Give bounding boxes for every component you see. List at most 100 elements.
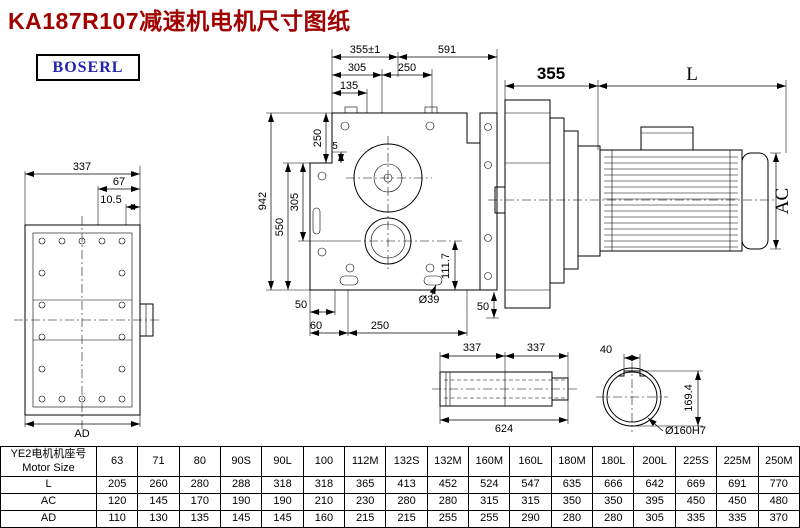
table-cell: 335	[674, 510, 718, 528]
table-cell: 145	[220, 510, 263, 528]
front-view-dimensions: 337 67 10.5 AD	[24, 161, 141, 440]
table-cell: 290	[509, 510, 552, 528]
table-cell: 288	[220, 476, 263, 494]
side-view-outline	[488, 99, 775, 309]
table-cell: 635	[550, 476, 594, 494]
col-header: 132M	[426, 446, 470, 477]
table-cell: 315	[509, 493, 552, 511]
table-cell: 413	[385, 476, 428, 494]
col-header: 180L	[592, 446, 635, 477]
col-header: 132S	[385, 446, 428, 477]
table-row-ad: AD 110 130 135 145 145 160 215 215 255 2…	[0, 510, 800, 528]
table-cell: 255	[426, 510, 470, 528]
dim-main-foot-d: 50	[477, 301, 489, 313]
table-cell: 170	[178, 493, 222, 511]
table-cell: 210	[302, 493, 346, 511]
dim-shaft-seg-a: 337	[463, 342, 481, 354]
table-cell: 770	[757, 476, 800, 494]
table-cell: 255	[468, 510, 511, 528]
dim-main-top-b: 591	[438, 44, 456, 56]
col-header: 180M	[550, 446, 594, 477]
table-cell: 135	[178, 510, 222, 528]
front-view-outline	[14, 216, 162, 430]
table-cell: 350	[550, 493, 594, 511]
table-cell: 350	[592, 493, 635, 511]
dim-front-offset-b: 10.5	[100, 194, 121, 206]
table-cell: 280	[592, 510, 635, 528]
col-header: 225M	[716, 446, 759, 477]
dim-side-motor-dia: AC	[772, 188, 793, 214]
table-cell: 450	[674, 493, 718, 511]
col-header: 250M	[757, 446, 800, 477]
table-cell: 318	[302, 476, 346, 494]
main-view: 355±1 591 305 250 135 250 5 305 550 942 …	[257, 44, 499, 336]
table-cell: 190	[261, 493, 304, 511]
col-header: 160M	[468, 446, 511, 477]
dim-main-mid-a: 305	[348, 62, 366, 74]
main-view-dimensions: 355±1 591 305 250 135 250 5 305 550 942 …	[257, 44, 499, 336]
table-cell: 524	[468, 476, 511, 494]
col-header: 112M	[344, 446, 387, 477]
dim-main-h-total: 942	[257, 192, 269, 210]
table-cell: 230	[344, 493, 387, 511]
dim-front-width: 337	[73, 161, 91, 173]
table-row-l: L 205 260 280 288 318 318 365 413 452 52…	[0, 476, 800, 494]
side-view: 355 L AC	[488, 64, 793, 309]
table-cell: 395	[633, 493, 676, 511]
table-cell: 669	[674, 476, 718, 494]
row-label-ac: AC	[0, 493, 97, 511]
dim-bore-depth: 169.4	[683, 384, 695, 412]
shaft-view-dimensions: 337 337 624	[439, 342, 569, 435]
col-header: 71	[137, 446, 180, 477]
table-cell: 215	[344, 510, 387, 528]
dim-main-foot-b: 60	[310, 320, 322, 332]
header-motor-size-cn: YE2电机机座号	[10, 447, 87, 460]
page-title: KA187R107减速机电机尺寸图纸	[8, 8, 351, 34]
shaft-view: 337 337 624	[432, 342, 578, 435]
dim-bore-key-w: 40	[600, 344, 612, 356]
col-header: 200L	[633, 446, 676, 477]
table-cell: 145	[137, 493, 180, 511]
dim-front-ad: AD	[74, 428, 89, 440]
brand-logo: BOSERL	[36, 54, 140, 81]
table-cell: 130	[137, 510, 180, 528]
row-label-ad: AD	[0, 510, 97, 528]
bore-view-dimensions: 40 169.4 Ø160H7	[600, 344, 706, 437]
row-label-l: L	[0, 476, 97, 494]
col-header: 80	[178, 446, 222, 477]
table-cell: 642	[633, 476, 676, 494]
table-cell: 120	[95, 493, 139, 511]
table-cell: 110	[95, 510, 139, 528]
front-view: 337 67 10.5 AD	[14, 161, 162, 440]
dim-main-right-h: 111.7	[440, 253, 452, 279]
dim-main-h-c: 250	[312, 129, 324, 147]
table-cell: 280	[426, 493, 470, 511]
bore-view: 40 169.4 Ø160H7	[596, 344, 706, 437]
table-cell: 205	[95, 476, 139, 494]
front-view-bolt-holes	[38, 237, 126, 403]
side-view-dimensions: 355 L AC	[504, 64, 793, 250]
dim-main-h-d: 5	[332, 141, 338, 152]
shaft-view-outline	[432, 371, 578, 407]
table-cell: 547	[509, 476, 552, 494]
table-cell: 691	[716, 476, 759, 494]
technical-drawing: 337 67 10.5 AD	[14, 44, 793, 440]
table-cell: 280	[550, 510, 594, 528]
table-cell: 305	[633, 510, 676, 528]
col-header: 63	[95, 446, 139, 477]
main-view-bolt-holes	[312, 121, 492, 286]
table-cell: 160	[302, 510, 346, 528]
dim-shaft-total: 624	[495, 423, 513, 435]
dim-main-h-a: 550	[274, 218, 286, 236]
table-cell: 280	[178, 476, 222, 494]
table-cell: 365	[344, 476, 387, 494]
dim-main-foot-a: 50	[295, 299, 307, 311]
col-header: 100	[302, 446, 346, 477]
dim-main-h-b: 305	[289, 193, 301, 211]
col-header: 90L	[261, 446, 304, 477]
table-cell: 280	[385, 493, 428, 511]
dim-bore-dia: Ø160H7	[665, 425, 706, 437]
